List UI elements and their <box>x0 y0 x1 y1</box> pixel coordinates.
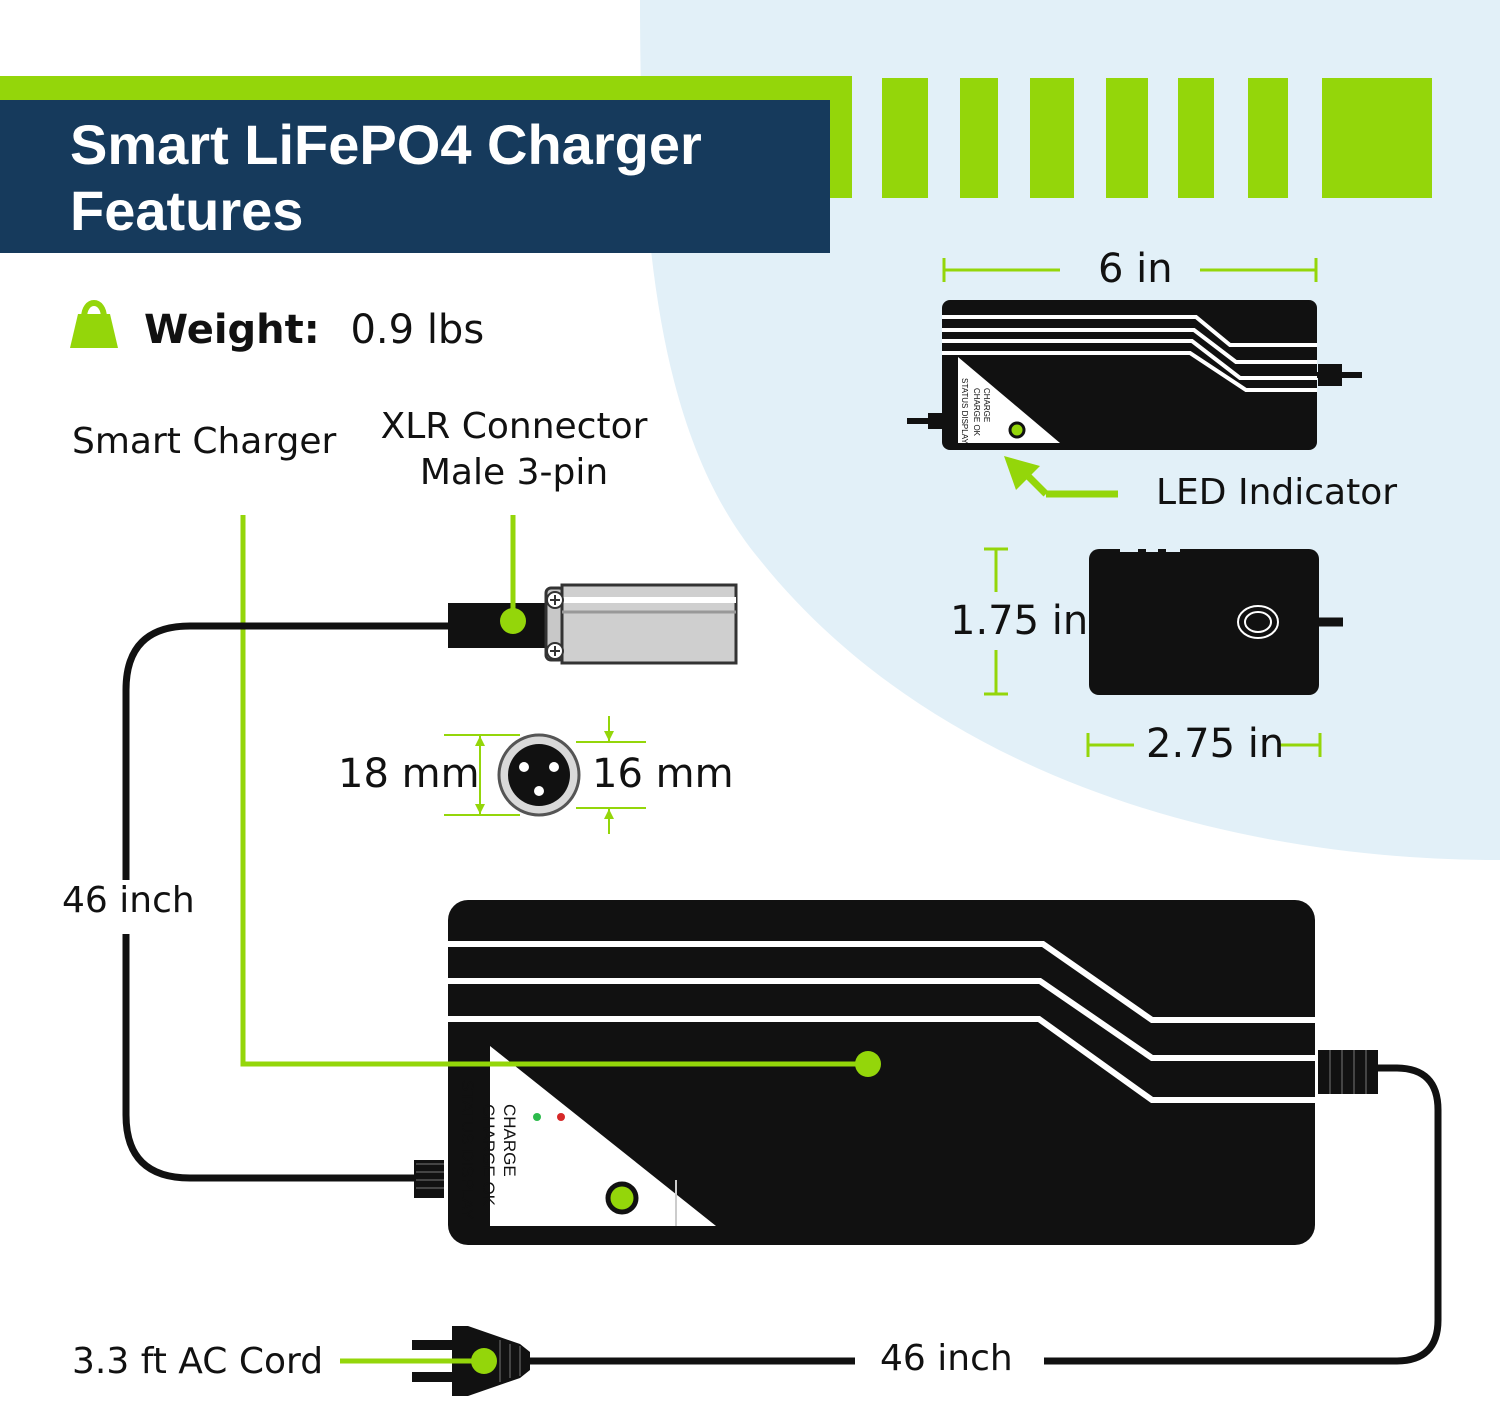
height-dimension: 1.75 in <box>950 598 1089 644</box>
xlr-label-line-2: Male 3-pin <box>419 452 609 493</box>
xlr-label-line-1: XLR Connector <box>380 406 648 447</box>
ac-cable-length: 46 inch <box>880 1338 1013 1379</box>
arrow-icon <box>1004 456 1118 498</box>
xlr-dot <box>500 608 526 634</box>
xlr-outer-dimension: 18 mm <box>338 751 480 797</box>
status-display: STATUS DISPLAY <box>458 1080 477 1220</box>
smart-charger-dot-front <box>855 1051 881 1077</box>
xlr-connector-label: XLR Connector Male 3-pin <box>380 404 648 496</box>
dc-cable <box>122 622 448 1182</box>
width-dimension: 2.75 in <box>1146 721 1285 767</box>
shopping-bag-icon <box>70 300 118 348</box>
status-panel-text: CHARGE CHARGE OK STATUS DISPLAY <box>457 1080 520 1220</box>
xlr-plug-icon <box>448 583 738 665</box>
xlr-dimension-markers <box>444 716 646 834</box>
title-box <box>0 100 830 253</box>
ac-dot <box>471 1348 497 1374</box>
status-charge-ok: CHARGE OK <box>479 1104 498 1207</box>
header-stripes <box>830 78 1432 198</box>
smart-charger-label: Smart Charger <box>72 421 337 462</box>
page-title: Smart LiFePO4 Charger Features <box>70 112 702 244</box>
dc-cable-length: 46 inch <box>62 880 195 921</box>
header-green-bar <box>0 76 852 100</box>
status-dot-red <box>557 1113 565 1121</box>
side-dimension-lines <box>984 547 1322 757</box>
xlr-inner-dimension: 16 mm <box>592 751 734 797</box>
xlr-socket-icon <box>497 733 581 817</box>
title-line-1: Smart LiFePO4 Charger <box>70 113 702 176</box>
length-dimension: 6 in <box>1098 246 1173 292</box>
small-panel-text: STATUS DISPLAY CHARGE OK CHARGE <box>960 378 991 446</box>
small-charger-side <box>1089 544 1343 695</box>
small-charger-top <box>907 300 1362 450</box>
status-dot-green <box>533 1113 541 1121</box>
weight-label: Weight: <box>144 307 320 353</box>
length-dimension-line <box>942 258 1318 282</box>
weight-value: 0.9 lbs <box>350 307 485 353</box>
weight-row: Weight: 0.9 lbs <box>144 307 484 353</box>
led-indicator-label: LED Indicator <box>1156 472 1398 513</box>
ac-cord-label: 3.3 ft AC Cord <box>72 1341 324 1382</box>
ac-cable <box>530 1064 1442 1365</box>
title-line-2: Features <box>70 179 304 242</box>
status-charge: CHARGE <box>500 1104 519 1177</box>
led-icon <box>605 1181 639 1215</box>
main-charger <box>414 900 1378 1245</box>
